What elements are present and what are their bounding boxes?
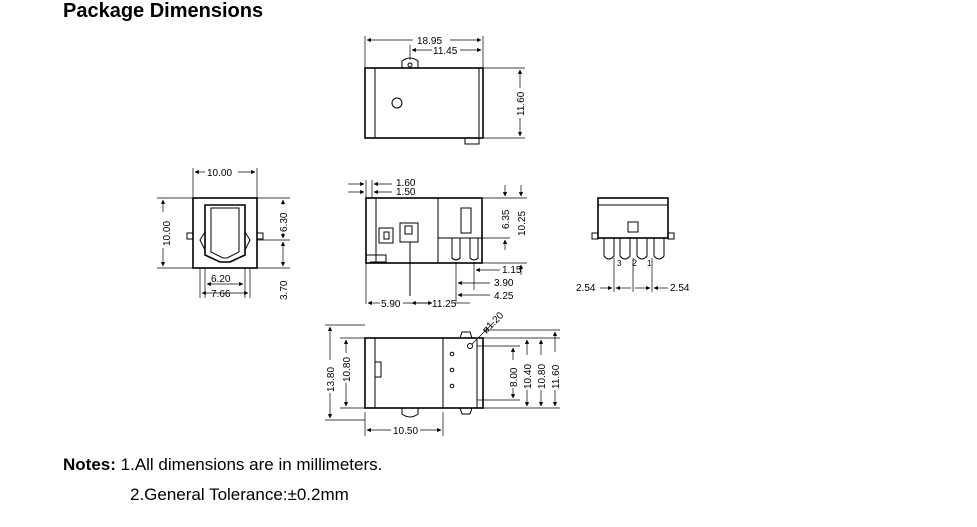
dim-rear-2-54-left: 2.54	[576, 283, 596, 294]
dim-front-10-00-h: 10.00	[162, 221, 173, 246]
side-view	[348, 180, 527, 306]
dim-bottom-10-80-right: 10.80	[537, 364, 548, 389]
dim-bottom-10-80-left: 10.80	[342, 357, 353, 382]
dim-side-1-60: 1.60	[396, 178, 416, 189]
dim-side-1-50: 1.50	[396, 187, 416, 198]
notes-line-1: Notes: 1.All dimensions are in millimete…	[63, 455, 382, 475]
dim-bottom-11-60: 11.60	[551, 364, 562, 389]
dim-bottom-8-00: 8.00	[509, 367, 520, 387]
dim-top-11-45: 11.45	[433, 46, 458, 57]
top-view	[364, 36, 525, 145]
notes-line-2: 2.General Tolerance:±0.2mm	[130, 485, 349, 505]
dim-side-10-25: 10.25	[517, 211, 528, 236]
dim-side-3-90: 3.90	[494, 278, 514, 289]
dim-side-5-90: 5.90	[381, 299, 401, 310]
dim-top-11-60: 11.60	[516, 91, 527, 116]
dim-front-7-66: 7.66	[211, 289, 231, 300]
dim-side-4-25: 4.25	[494, 291, 514, 302]
pin-label-2: 2	[632, 258, 637, 268]
dim-side-1-15: 1.15	[502, 265, 522, 276]
dim-rear-2-54-right: 2.54	[670, 283, 690, 294]
dim-front-3-70: 3.70	[279, 280, 290, 300]
dim-front-10-00-w: 10.00	[207, 168, 232, 179]
dim-side-6-35: 6.35	[501, 209, 512, 229]
dim-bottom-13-80: 13.80	[326, 367, 337, 392]
dim-bottom-dia: ø1.20	[480, 310, 506, 336]
pin-label-3: 3	[617, 259, 622, 268]
bottom-view	[325, 321, 560, 436]
pin-label-1: 1	[647, 259, 652, 268]
front-view	[157, 168, 290, 298]
dim-top-18-95: 18.95	[417, 36, 442, 47]
rear-view	[591, 197, 675, 292]
page-title: Package Dimensions	[63, 0, 264, 22]
note-2: 2.General Tolerance:±0.2mm	[130, 485, 349, 504]
notes-label: Notes:	[63, 455, 116, 474]
package-dimensions-drawing: 18.95 11.45 11.60 10.00 10.00 6.30	[157, 36, 690, 437]
note-1: 1.All dimensions are in millimeters.	[120, 455, 383, 474]
dim-bottom-10-40: 10.40	[523, 364, 534, 389]
dim-bottom-10-50: 10.50	[393, 426, 418, 437]
dim-front-6-20: 6.20	[211, 274, 231, 285]
dim-side-11-25: 11.25	[432, 299, 457, 310]
dim-front-6-30: 6.30	[279, 212, 290, 232]
